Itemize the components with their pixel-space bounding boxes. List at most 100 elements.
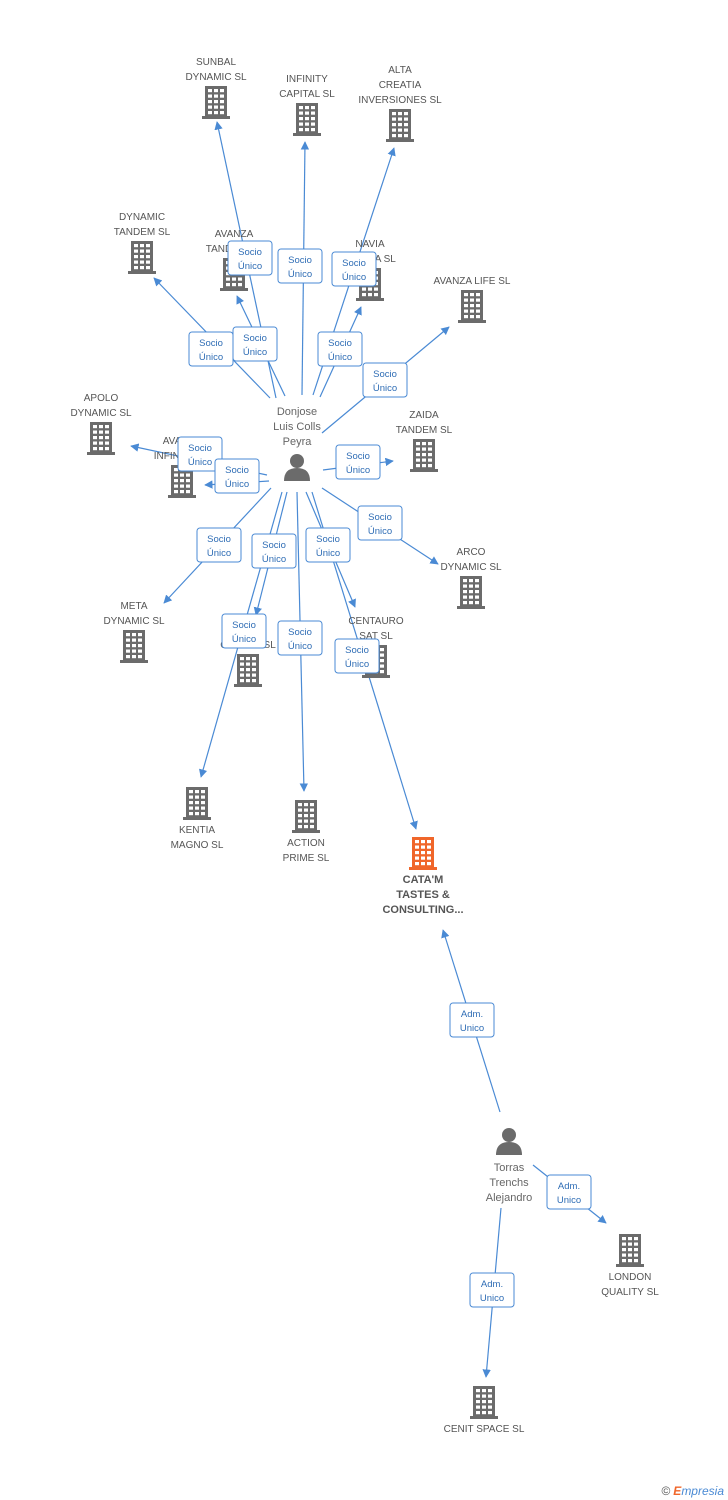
node-label: LONDON [609, 1272, 652, 1283]
edge-label-text: Socio [368, 512, 392, 523]
edge-label-text: Socio [345, 645, 369, 656]
node-label: DYNAMIC SL [70, 408, 132, 419]
node-label: CREATIA [379, 80, 422, 91]
building-icon [386, 109, 414, 142]
node-label: CAPITAL SL [279, 89, 335, 100]
edge-label-text: Socio [238, 247, 262, 258]
node-label: SUNBAL [196, 57, 236, 68]
edge-label-text: Socio [188, 443, 212, 454]
edge-label-text: Único [288, 269, 312, 280]
node-london[interactable]: LONDON QUALITY SL [601, 1234, 659, 1298]
building-icon [409, 837, 437, 870]
node-label: AVANZA [215, 229, 254, 240]
edge-label-text: Único [232, 634, 256, 645]
edge-label-text: Socio [288, 627, 312, 638]
edge-label-text: Unico [557, 1195, 581, 1206]
edge-label-text: Único [199, 352, 223, 363]
node-label: PRIME SL [283, 853, 330, 864]
edge-label-text: Adm. [461, 1009, 483, 1020]
edge-labels-layer: SocioÚnicoSocioÚnicoSocioÚnicoSocioÚnico… [177, 240, 592, 1308]
node-label: KENTIA [179, 825, 215, 836]
node-label: Donjose [277, 406, 317, 418]
node-label: DYNAMIC SL [440, 562, 502, 573]
edge-label-text: Único [342, 272, 366, 283]
node-label: Trenchs [489, 1177, 529, 1189]
node-label: QUALITY SL [601, 1287, 659, 1298]
edge-label-box [196, 527, 242, 563]
edge-label-box [469, 1272, 515, 1308]
edge-label-text: Único [328, 352, 352, 363]
edge-label-text: Socio [199, 338, 223, 349]
brand-logo-initial: E [673, 1484, 682, 1498]
edge-label-text: Socio [346, 451, 370, 462]
edge-label-torras-to-cenit[interactable]: Adm.Unico [469, 1272, 515, 1308]
edge-label-text: Socio [316, 534, 340, 545]
footer-brand[interactable]: ©Empresia [661, 1484, 724, 1498]
edge-label-box [177, 436, 223, 472]
node-avanzalife[interactable]: AVANZA LIFE SL [434, 276, 511, 323]
copyright-symbol: © [661, 1484, 671, 1498]
node-meta[interactable]: META DYNAMIC SL [103, 601, 165, 663]
node-label: META [120, 601, 147, 612]
edge-label-text: Socio [328, 338, 352, 349]
building-icon [470, 1386, 498, 1419]
node-label: MAGNO SL [171, 840, 224, 851]
edge-label-text: Único [368, 526, 392, 537]
edge-label-text: Único [225, 479, 249, 490]
edge-label-text: Único [243, 347, 267, 358]
edge-label-torras-to-london[interactable]: Adm.Unico [546, 1174, 592, 1210]
edge-label-text: Socio [225, 465, 249, 476]
node-kentia[interactable]: KENTIA MAGNO SL [171, 787, 224, 851]
edge-label-text: Socio [243, 333, 267, 344]
node-label: Torras [494, 1162, 525, 1174]
edge-label-text: Único [288, 641, 312, 652]
node-label: Alejandro [486, 1192, 532, 1204]
node-label: CENIT SPACE SL [444, 1424, 525, 1435]
node-label: DYNAMIC SL [103, 616, 165, 627]
edge-label-box [221, 613, 267, 649]
node-label: AVANZA LIFE SL [434, 276, 511, 287]
building-icon [457, 576, 485, 609]
node-cenit[interactable]: CENIT SPACE SL [444, 1386, 525, 1435]
edge-label-text: Único [262, 554, 286, 565]
edge-label-text: Unico [460, 1023, 484, 1034]
edge-label-box [305, 527, 351, 563]
edge-label-box [277, 620, 323, 656]
node-label: INVERSIONES SL [358, 95, 442, 106]
brand-logo-text: mpresia [681, 1484, 724, 1498]
edge-label-torras-to-catam[interactable]: Adm. Unico [449, 1002, 495, 1038]
building-icon [458, 290, 486, 323]
edge-label-text: Unico [480, 1293, 504, 1304]
edge-label-box [331, 251, 377, 287]
edge-label-text: Único [238, 261, 262, 272]
